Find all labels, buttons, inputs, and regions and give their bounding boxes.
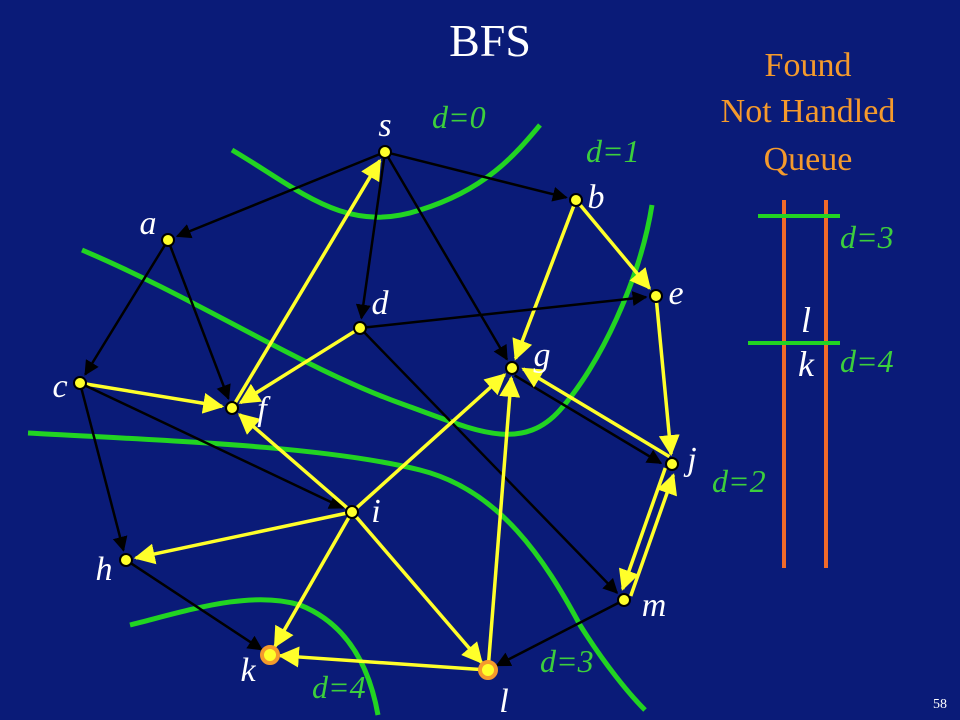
edge-b-e xyxy=(578,203,651,290)
edge-e-j xyxy=(654,301,680,457)
edge-s-g xyxy=(386,156,509,361)
level-curve-1 xyxy=(81,204,655,437)
node-k-dot xyxy=(260,645,280,665)
node-m-dot xyxy=(617,593,631,607)
queue-band-top-label: d=3 xyxy=(840,219,894,255)
node-l-label: l xyxy=(499,683,508,720)
queue-entry-k: k xyxy=(798,344,815,384)
node-a-dot xyxy=(161,233,175,247)
level-label-d0: d=0 xyxy=(432,99,486,135)
node-m-label: m xyxy=(642,587,667,624)
level-boundaries xyxy=(27,123,655,716)
edge-l-g xyxy=(486,375,521,665)
edge-j-m xyxy=(619,467,667,591)
node-k: k xyxy=(240,645,280,689)
edge-c-i xyxy=(84,384,345,509)
node-k-label: k xyxy=(240,652,256,689)
node-e-label: e xyxy=(668,275,683,312)
level-label-d2: d=2 xyxy=(712,463,766,499)
node-g-dot xyxy=(505,361,519,375)
edge-s-b xyxy=(390,152,568,202)
edge-a-f xyxy=(168,245,231,401)
edge-d-f xyxy=(238,329,356,405)
edge-c-f xyxy=(85,382,225,414)
node-j-label: j xyxy=(683,441,696,478)
node-c-label: c xyxy=(52,368,67,405)
node-b: b xyxy=(569,179,605,216)
edge-i-l xyxy=(354,515,483,665)
edge-f-s xyxy=(233,158,382,404)
node-i: i xyxy=(345,493,381,530)
level-label-d1: d=1 xyxy=(586,133,640,169)
slide-number: 58 xyxy=(933,697,947,712)
node-j: j xyxy=(665,441,697,478)
node-h-dot xyxy=(119,553,133,567)
edges xyxy=(80,152,680,672)
node-s-dot xyxy=(378,145,392,159)
node-h-label: h xyxy=(96,551,113,588)
edge-a-c xyxy=(84,244,166,376)
slide-title: BFS xyxy=(449,15,531,66)
edge-i-h xyxy=(133,511,347,565)
node-l: l xyxy=(478,660,509,720)
edge-c-h xyxy=(80,388,128,552)
edge-j-g xyxy=(521,367,671,459)
edge-i-f xyxy=(237,413,349,510)
node-g-label: g xyxy=(534,337,551,374)
queue-band-bottom-label: d=4 xyxy=(840,343,894,379)
node-i-dot xyxy=(345,505,359,519)
node-b-label: b xyxy=(588,179,605,216)
edge-s-d xyxy=(355,157,386,320)
node-f-label: f xyxy=(257,391,271,428)
edge-g-j xyxy=(513,374,663,465)
node-h: h xyxy=(96,551,133,588)
node-d-dot xyxy=(353,321,367,335)
edge-s-a xyxy=(175,153,380,239)
level-curve-2 xyxy=(27,430,647,712)
node-g: g xyxy=(505,337,551,375)
level-label-d3: d=3 xyxy=(540,643,594,679)
node-c: c xyxy=(52,368,87,405)
edge-m-j xyxy=(629,473,677,597)
edge-d-e xyxy=(365,291,648,329)
node-d-label: d xyxy=(372,285,390,322)
node-s: s xyxy=(378,107,392,159)
node-m: m xyxy=(617,587,667,624)
node-i-label: i xyxy=(371,493,380,530)
queue-entry-l: l xyxy=(801,300,811,340)
level-label-d4: d=4 xyxy=(312,669,366,705)
node-e-dot xyxy=(649,289,663,303)
legend-found: Found xyxy=(765,47,852,84)
node-d: d xyxy=(353,285,390,335)
node-f-dot xyxy=(225,401,239,415)
node-b-dot xyxy=(569,193,583,207)
edge-l-k xyxy=(277,646,483,672)
edge-h-k xyxy=(130,562,263,651)
edge-m-l xyxy=(495,601,620,667)
edge-d-m xyxy=(363,331,619,594)
legend-not-handled: Not Handled xyxy=(721,93,896,130)
legend-queue: Queue xyxy=(764,141,853,178)
node-j-dot xyxy=(665,457,679,471)
node-e: e xyxy=(649,275,684,312)
queue-panel: d=3 d=4 l k xyxy=(748,200,894,568)
node-s-label: s xyxy=(378,107,391,144)
edge-b-g xyxy=(512,204,576,361)
node-l-dot xyxy=(478,660,498,680)
edge-i-k xyxy=(273,516,351,649)
legend: Found Not Handled Queue xyxy=(721,47,896,178)
edge-i-g xyxy=(355,373,507,510)
node-a-label: a xyxy=(140,205,157,242)
level-labels: d=0 d=1 d=2 d=3 d=4 xyxy=(312,99,766,705)
node-a: a xyxy=(140,205,175,247)
node-c-dot xyxy=(73,376,87,390)
